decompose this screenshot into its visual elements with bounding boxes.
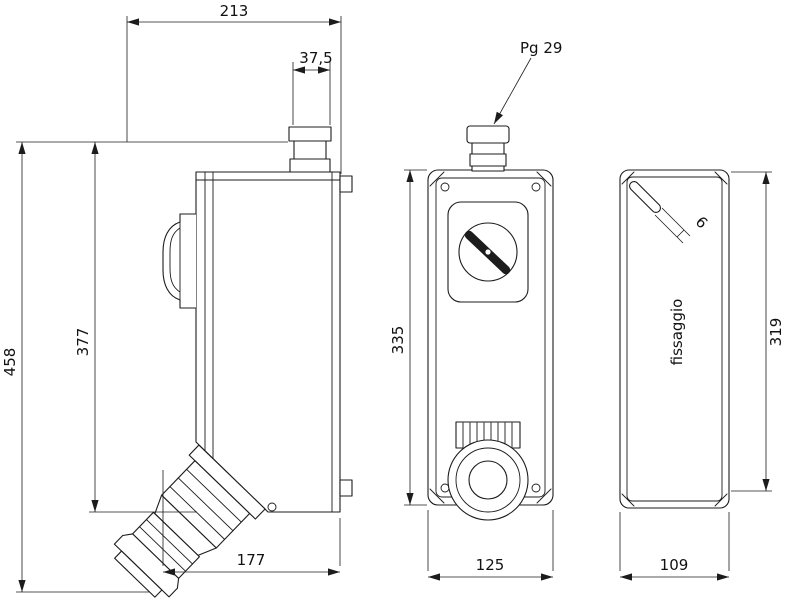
dimension-319: 319 [731, 171, 785, 492]
rear-corner-marks [621, 171, 728, 507]
dimension-37-5: 37,5 [292, 49, 333, 125]
side-body-seams [195, 171, 341, 513]
front-socket [447, 421, 529, 521]
dim-125-label: 125 [476, 556, 505, 574]
dim-177-label: 177 [237, 551, 266, 569]
dimension-335: 335 [389, 169, 427, 506]
side-tab-bottom [339, 479, 353, 497]
side-detail-hole [267, 502, 277, 512]
dimension-177: 177 [162, 470, 341, 576]
dim-pg29-label: Pg 29 [520, 39, 562, 57]
front-cable-gland [466, 125, 510, 172]
dim-458-label: 458 [1, 348, 19, 377]
dimension-377: 377 [74, 142, 197, 513]
front-screw-tr [531, 182, 541, 192]
side-socket [113, 444, 266, 598]
dim-213-label: 213 [220, 2, 249, 20]
dim-37-5-label: 37,5 [299, 49, 332, 67]
dim-109-label: 109 [660, 556, 689, 574]
dimension-125: 125 [427, 510, 554, 581]
side-switch-bump [162, 213, 196, 309]
side-body [195, 171, 341, 513]
dimension-pg29: Pg 29 [493, 39, 562, 125]
front-rotary-switch [447, 201, 529, 303]
dim-377-label: 377 [74, 328, 92, 357]
rear-mounting-slot [628, 180, 662, 214]
dimension-213: 213 [126, 2, 342, 174]
front-screw-tl [440, 182, 450, 192]
side-view [113, 126, 353, 598]
rear-view: fissaggio [619, 169, 730, 509]
dimension-109: 109 [619, 512, 730, 581]
rear-body [619, 169, 730, 509]
front-view [427, 125, 554, 521]
rear-body-inner [626, 176, 723, 502]
rear-fissaggio-label: fissaggio [668, 299, 686, 366]
side-tab-top [339, 175, 353, 193]
dim-319-label: 319 [767, 318, 785, 347]
dimension-458: 458 [1, 141, 288, 593]
dim-335-label: 335 [389, 326, 407, 355]
front-corner-marks [429, 171, 552, 504]
side-cable-gland [288, 126, 332, 173]
switch-knob-center [485, 249, 491, 255]
front-screw-br [531, 483, 541, 493]
